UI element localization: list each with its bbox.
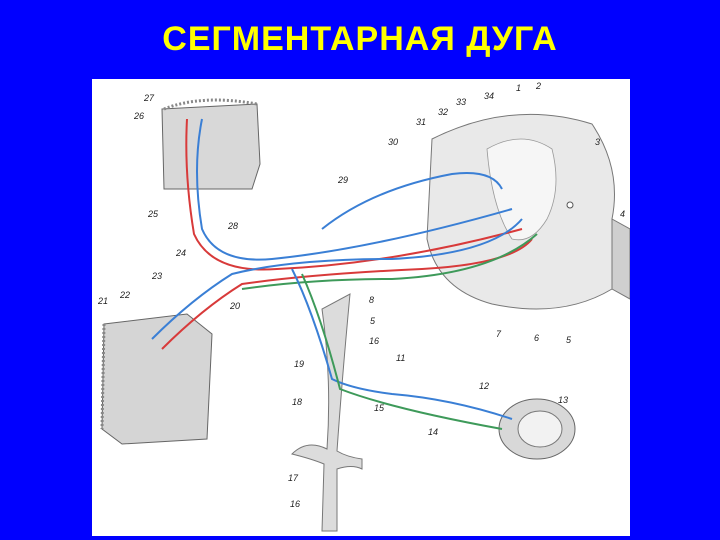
label-7: 7 [496,329,502,339]
label-15: 15 [374,403,385,413]
label-19: 19 [294,359,304,369]
label-27: 27 [143,93,155,103]
nerve-pathways [151,118,538,430]
label-30: 30 [388,137,398,147]
intestine [498,398,576,460]
segmental-arc-diagram: 1 2 3 4 5 6 7 8 5 16 11 12 13 14 15 16 1… [97,81,630,532]
label-18: 18 [292,397,302,407]
label-11: 11 [396,353,405,363]
label-2: 2 [535,81,541,91]
diagram-panel: 1 2 3 4 5 6 7 8 5 16 11 12 13 14 15 16 1… [92,79,630,536]
label-16a: 16 [369,336,379,346]
label-14: 14 [428,427,438,437]
label-13: 13 [558,395,568,405]
label-21: 21 [97,296,108,306]
label-17: 17 [288,473,299,483]
vessel-trunk [291,293,363,532]
label-6: 6 [534,333,539,343]
label-32: 32 [438,107,448,117]
label-8: 8 [369,295,374,305]
muscle-block [100,313,213,445]
label-29: 29 [337,175,348,185]
label-28: 28 [227,221,238,231]
slide-title: СЕГМЕНТАРНАЯ ДУГА [162,20,558,58]
label-4: 4 [620,209,625,219]
label-23: 23 [151,271,162,281]
label-25: 25 [147,209,159,219]
label-5: 5 [566,335,572,345]
label-22: 22 [119,290,130,300]
skin-block-top [161,98,261,190]
label-20: 20 [229,301,240,311]
label-24: 24 [175,248,186,258]
label-31: 31 [416,117,426,127]
label-26: 26 [133,111,144,121]
label-1: 1 [516,83,521,93]
label-16b: 16 [290,499,300,509]
label-33: 33 [456,97,466,107]
spinal-cord [426,113,630,310]
diagram-labels: 1 2 3 4 5 6 7 8 5 16 11 12 13 14 15 16 1… [97,81,625,509]
label-3: 3 [595,137,600,147]
label-5b: 5 [370,316,376,326]
label-34: 34 [484,91,494,101]
label-12: 12 [479,381,489,391]
